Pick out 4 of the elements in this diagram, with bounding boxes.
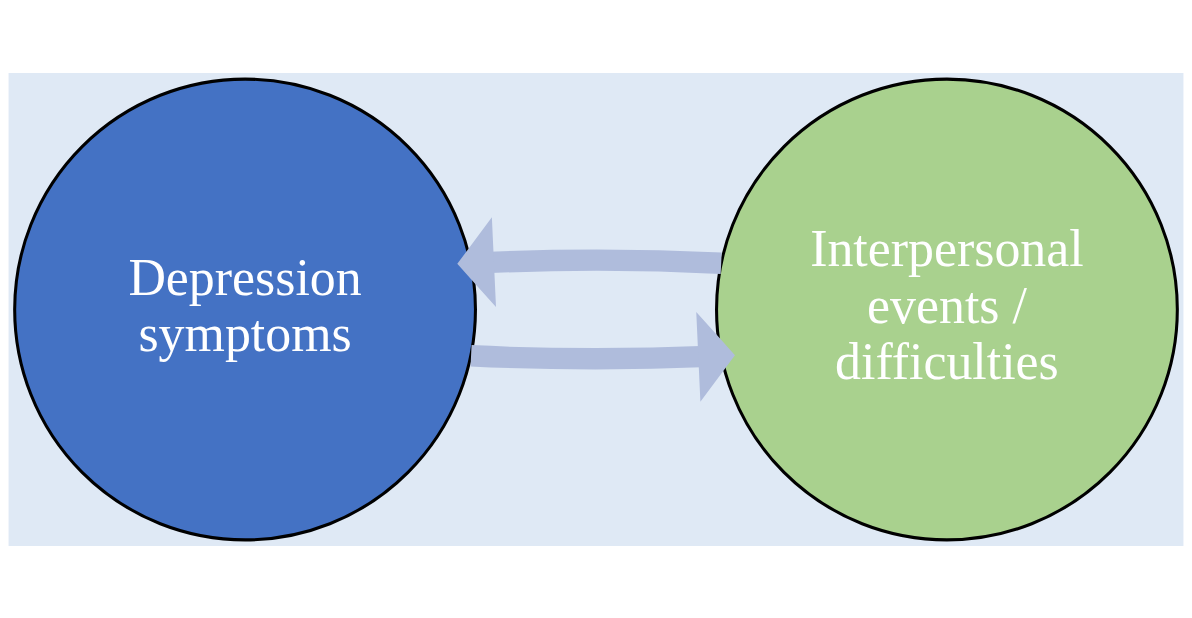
node-circle: Interpersonal events / difficulties	[715, 77, 1179, 541]
arrow	[457, 216, 722, 307]
node-circle: Depression symptoms	[13, 77, 477, 541]
arrow	[470, 311, 735, 402]
